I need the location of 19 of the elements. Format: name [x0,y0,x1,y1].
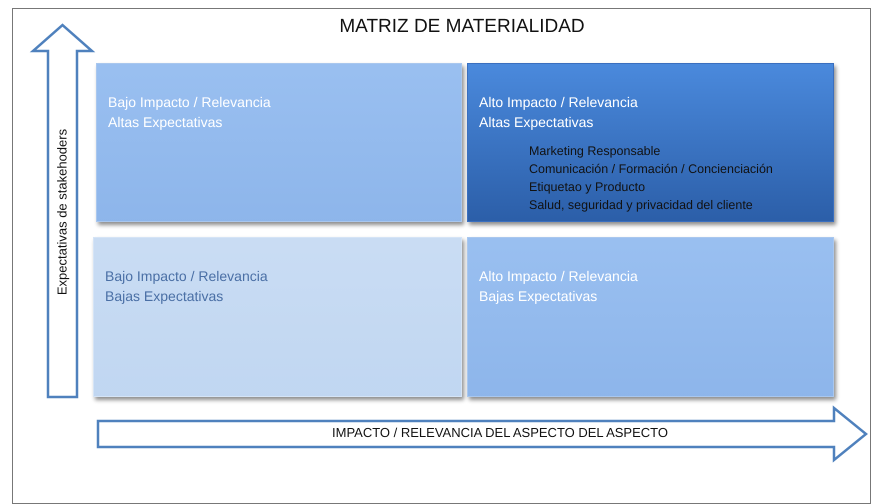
quadrant-box [93,237,462,397]
quadrant-heading: Alto Impacto / Relevancia [479,267,639,286]
quadrant-heading: Altas Expectativas [479,113,594,132]
quadrant-heading: Bajo Impacto / Relevancia [108,93,272,112]
quadrant-box [467,63,834,222]
axis-label: IMPACTO / RELEVANCIA DEL ASPECTO DEL ASPECTO [331,425,669,440]
title: MATRIZ DE MATERIALIDAD [338,16,586,38]
quadrant-heading: Bajas Expectativas [479,287,598,306]
list-item: Marketing Responsable [529,143,662,160]
quadrant-box [467,237,834,397]
quadrant-heading: Bajas Expectativas [105,287,224,306]
quadrant-box [96,63,462,222]
axis-label: Expectativas de stakehoders [54,128,70,296]
list-item: Etiquetao y Producto [529,179,646,196]
list-item: Comunicación / Formación / Concienciación [529,161,774,178]
quadrant-heading: Alto Impacto / Relevancia [479,93,639,112]
list-item: Salud, seguridad y privacidad del cliente [529,197,754,214]
quadrant-heading: Altas Expectativas [108,113,224,132]
quadrant-heading: Bajo Impacto / Relevancia [105,267,269,286]
